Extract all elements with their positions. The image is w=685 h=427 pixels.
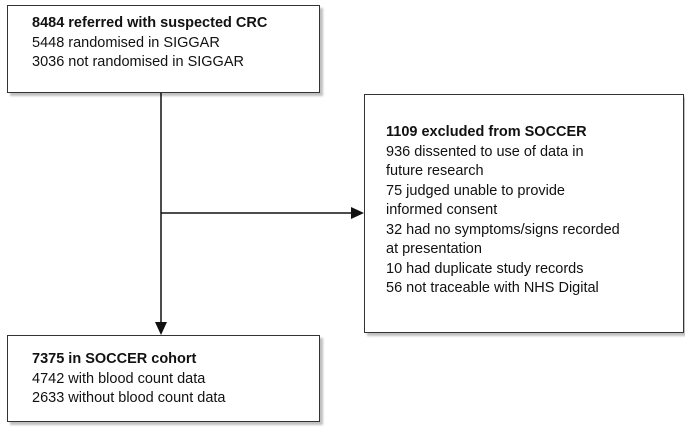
- main-flow-arrowhead: [155, 322, 167, 335]
- excluded-line: 10 had duplicate study records: [386, 260, 584, 277]
- exclusion-branch-arrowhead: [351, 207, 364, 219]
- referred-title: 8484 referred with suspected CRC: [32, 15, 268, 31]
- referred-box: 8484 referred with suspected CRC 5448 ra…: [7, 5, 320, 93]
- cohort-title: 7375 in SOCCER cohort: [32, 351, 197, 367]
- excluded-title: 1109 excluded from SOCCER: [386, 124, 587, 140]
- excluded-line: 936 dissented to use of data in: [386, 143, 584, 160]
- excluded-line: future research: [386, 163, 484, 179]
- excluded-box: 1109 excluded from SOCCER 936 dissented …: [364, 94, 684, 333]
- cohort-box: 7375 in SOCCER cohort 4742 with blood co…: [7, 335, 320, 422]
- referred-line: 3036 not randomised in SIGGAR: [32, 54, 244, 70]
- excluded-line: 32 had no symptoms/signs recorded: [386, 221, 620, 238]
- excluded-line: 75 judged unable to provide: [386, 182, 565, 199]
- cohort-line: 2633 without blood count data: [32, 390, 226, 406]
- excluded-line: 56 not traceable with NHS Digital: [386, 280, 599, 296]
- excluded-line: informed consent: [386, 202, 498, 218]
- referred-line: 5448 randomised in SIGGAR: [32, 34, 220, 51]
- cohort-line: 4742 with blood count data: [32, 370, 206, 387]
- excluded-line: at presentation: [386, 241, 482, 257]
